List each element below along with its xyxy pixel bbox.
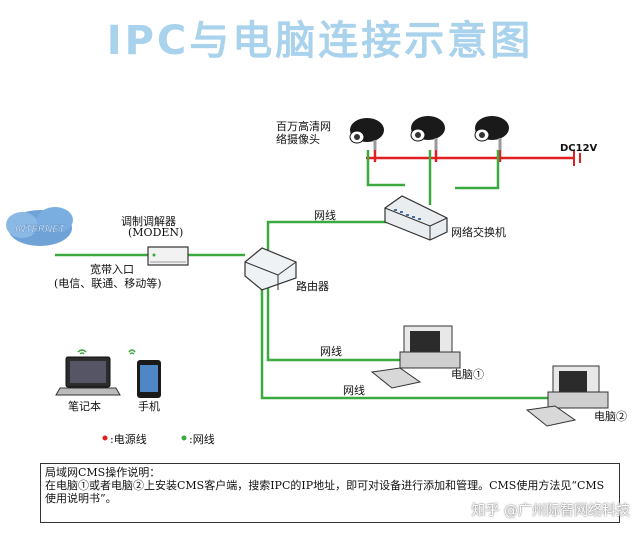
router-icon bbox=[244, 247, 297, 291]
laptop-label: 笔记本 bbox=[68, 400, 101, 413]
modem-label: 调制调解器 bbox=[121, 215, 176, 228]
internet-text: INTERNET bbox=[15, 224, 66, 235]
isp-label: (电信、联通、移动等) bbox=[54, 277, 162, 290]
legend-power: :电源线 bbox=[110, 433, 147, 446]
pc1-label: 电脑① bbox=[451, 368, 484, 381]
legend-power-dot bbox=[102, 435, 108, 441]
laptop-icon bbox=[55, 349, 121, 396]
cms-info-heading: 局域网CMS操作说明： bbox=[45, 466, 161, 479]
legend-net-dot bbox=[181, 435, 187, 441]
legend-net: :网线 bbox=[189, 433, 215, 446]
phone-label: 手机 bbox=[138, 400, 160, 413]
switch-icon bbox=[384, 195, 448, 241]
page-title: IPC与电脑连接示意图 bbox=[106, 18, 534, 64]
net-label-mid: 网线 bbox=[320, 345, 342, 358]
computer-2-icon bbox=[525, 365, 609, 427]
cms-info-box: 局域网CMS操作说明： 在电脑①或者电脑②上安装CMS客户端，搜索IPC的IP地… bbox=[40, 463, 620, 523]
camera-label: 百万高清网络摄像头 bbox=[276, 120, 331, 146]
dc-battery-icon bbox=[573, 150, 581, 166]
modem-icon bbox=[147, 246, 189, 266]
switch-label: 网络交换机 bbox=[451, 226, 506, 239]
dc-label: DC12V bbox=[560, 143, 598, 154]
pc2-label: 电脑② bbox=[594, 410, 627, 423]
camera-icon-1 bbox=[349, 118, 384, 150]
modem-sub-label: (MODEN) bbox=[128, 226, 184, 239]
camera-icon-3 bbox=[474, 116, 509, 150]
phone-icon bbox=[128, 349, 161, 398]
power-lines bbox=[366, 148, 574, 162]
watermark: 知乎 @广州际智网络科技 bbox=[471, 503, 630, 519]
cms-info-body: 在电脑①或者电脑②上安装CMS客户端，搜索IPC的IP地址，即可对设备进行添加和… bbox=[45, 479, 605, 505]
router-label: 路由器 bbox=[296, 280, 329, 293]
net-label-bot: 网线 bbox=[343, 384, 365, 397]
internet-cloud-icon: INTERNET bbox=[6, 207, 73, 246]
network-lines bbox=[55, 150, 548, 400]
camera-icon-2 bbox=[410, 116, 445, 150]
broadband-label: 宽带入口 bbox=[90, 263, 134, 276]
computer-1-icon bbox=[370, 325, 461, 389]
net-label-top: 网线 bbox=[314, 209, 336, 222]
